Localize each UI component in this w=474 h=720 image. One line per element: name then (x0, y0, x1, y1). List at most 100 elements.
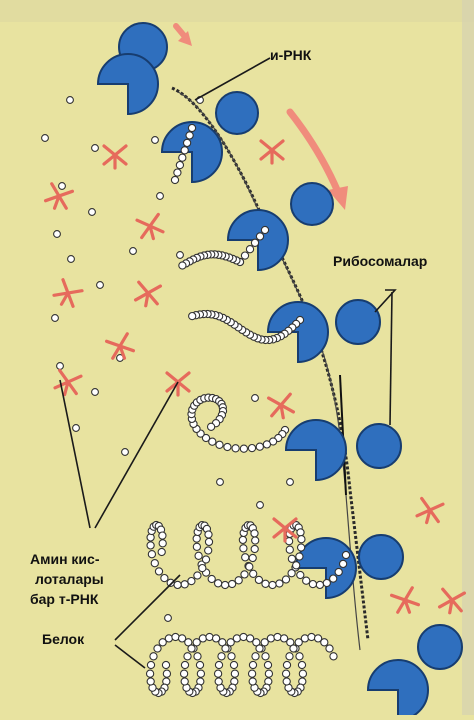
amino-acid-bead-icon (97, 282, 104, 289)
amino-acid-bead-icon (255, 576, 262, 583)
amino-acid-bead-icon (184, 139, 191, 146)
amino-acid-bead-icon (276, 580, 283, 587)
amino-acid-bead-icon (267, 635, 274, 642)
amino-acid-bead-icon (330, 575, 337, 582)
label-trna-line1: Амин кис- (30, 551, 100, 567)
amino-acid-bead-icon (297, 571, 304, 578)
amino-acid-bead-icon (249, 678, 256, 685)
amino-acid-bead-icon (188, 578, 195, 585)
amino-acid-bead-icon (228, 653, 235, 660)
amino-acid-bead-icon (262, 580, 269, 587)
amino-acid-bead-icon (176, 162, 183, 169)
amino-acid-bead-icon (286, 546, 293, 553)
amino-acid-bead-icon (232, 445, 239, 452)
amino-acid-bead-icon (218, 653, 225, 660)
amino-acid-bead-icon (92, 145, 99, 152)
amino-acid-bead-icon (299, 670, 306, 677)
amino-acid-bead-icon (293, 562, 300, 569)
amino-acid-bead-icon (335, 568, 342, 575)
amino-acid-bead-icon (269, 581, 276, 588)
amino-acid-bead-icon (215, 661, 222, 668)
amino-acid-bead-icon (249, 670, 256, 677)
right-margin (462, 0, 474, 715)
amino-acid-bead-icon (323, 579, 330, 586)
amino-acid-bead-icon (181, 581, 188, 588)
amino-acid-bead-icon (330, 653, 337, 660)
amino-acid-bead-icon (308, 633, 315, 640)
amino-acid-bead-icon (252, 395, 259, 402)
amino-acid-bead-icon (256, 233, 263, 240)
amino-acid-bead-icon (208, 423, 215, 430)
amino-acid-bead-icon (264, 661, 271, 668)
amino-acid-bead-icon (54, 231, 61, 238)
amino-acid-bead-icon (217, 479, 224, 486)
amino-acid-bead-icon (298, 536, 305, 543)
amino-acid-bead-icon (215, 670, 222, 677)
amino-acid-bead-icon (165, 635, 172, 642)
amino-acid-bead-icon (42, 135, 49, 142)
amino-acid-bead-icon (340, 560, 347, 567)
amino-acid-bead-icon (216, 441, 223, 448)
amino-acid-bead-icon (199, 565, 206, 572)
amino-acid-bead-icon (205, 531, 212, 538)
amino-acid-bead-icon (199, 635, 206, 642)
amino-acid-bead-icon (251, 545, 258, 552)
amino-acid-bead-icon (181, 661, 188, 668)
amino-acid-bead-icon (159, 532, 166, 539)
amino-acid-bead-icon (165, 615, 172, 622)
amino-acid-bead-icon (181, 678, 188, 685)
label-protein: Белок (42, 631, 85, 647)
amino-acid-bead-icon (229, 580, 236, 587)
amino-acid-bead-icon (298, 661, 305, 668)
amino-acid-bead-icon (68, 256, 75, 263)
amino-acid-bead-icon (298, 544, 305, 551)
amino-acid-bead-icon (155, 568, 162, 575)
amino-acid-bead-icon (172, 633, 179, 640)
amino-acid-bead-icon (122, 449, 129, 456)
amino-acid-bead-icon (316, 581, 323, 588)
amino-acid-bead-icon (239, 536, 246, 543)
amino-acid-bead-icon (154, 645, 161, 652)
amino-acid-bead-icon (309, 581, 316, 588)
amino-acid-bead-icon (205, 547, 212, 554)
amino-acid-bead-icon (157, 193, 164, 200)
amino-acid-bead-icon (262, 653, 269, 660)
amino-acid-bead-icon (181, 670, 188, 677)
amino-acid-bead-icon (147, 678, 154, 685)
amino-acid-bead-icon (251, 239, 258, 246)
amino-acid-bead-icon (256, 443, 263, 450)
amino-acid-bead-icon (188, 645, 195, 652)
label-trna-line2: лоталары (35, 571, 104, 587)
amino-acid-bead-icon (252, 537, 259, 544)
label-trna-line3: бар т-РНК (30, 591, 99, 607)
amino-acid-bead-icon (205, 538, 212, 545)
amino-acid-bead-icon (240, 545, 247, 552)
amino-acid-bead-icon (158, 548, 165, 555)
amino-acid-bead-icon (240, 445, 247, 452)
amino-acid-bead-icon (242, 554, 249, 561)
amino-acid-bead-icon (189, 313, 196, 320)
amino-acid-bead-icon (174, 581, 181, 588)
amino-acid-bead-icon (193, 543, 200, 550)
amino-acid-bead-icon (174, 169, 181, 176)
amino-acid-bead-icon (73, 425, 80, 432)
amino-acid-bead-icon (206, 633, 213, 640)
amino-acid-bead-icon (252, 653, 259, 660)
amino-acid-bead-icon (171, 176, 178, 183)
amino-acid-bead-icon (194, 653, 201, 660)
amino-acid-bead-icon (159, 540, 166, 547)
amino-acid-bead-icon (162, 661, 169, 668)
amino-acid-bead-icon (179, 154, 186, 161)
amino-acid-bead-icon (240, 633, 247, 640)
amino-acid-bead-icon (59, 183, 66, 190)
amino-acid-bead-icon (235, 577, 242, 584)
amino-acid-bead-icon (186, 132, 193, 139)
amino-acid-bead-icon (130, 248, 137, 255)
amino-acid-bead-icon (249, 661, 256, 668)
amino-acid-bead-icon (303, 577, 310, 584)
amino-acid-bead-icon (290, 645, 297, 652)
amino-acid-bead-icon (274, 633, 281, 640)
amino-acid-bead-icon (296, 553, 303, 560)
amino-acid-bead-icon (241, 571, 248, 578)
amino-acid-bead-icon (288, 570, 295, 577)
